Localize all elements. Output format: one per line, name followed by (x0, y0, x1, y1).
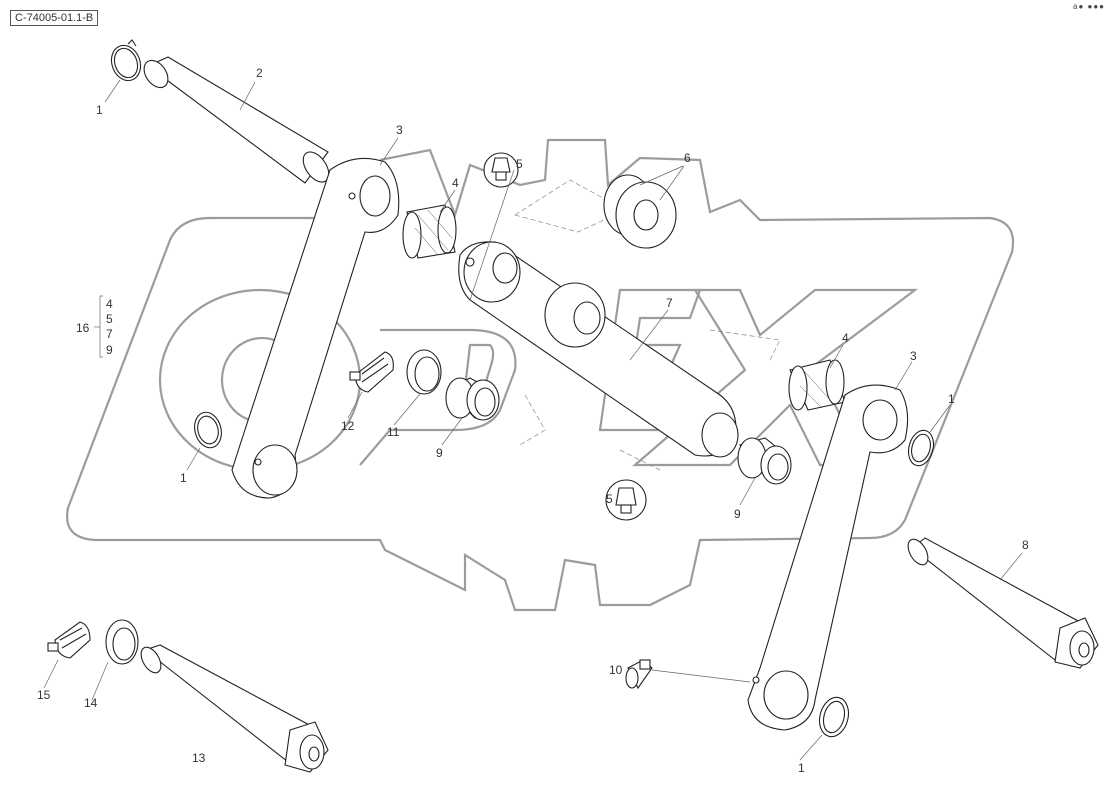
callout-15: 15 (37, 688, 51, 702)
watermark-logo (66, 138, 1015, 612)
kit-callout-16: 16 (76, 321, 90, 335)
kit-item: 5 (106, 312, 113, 326)
leader-lines (43, 79, 1023, 761)
kit-item: 9 (106, 343, 113, 357)
callout-1-top-left: 1 (96, 103, 103, 117)
callout-10: 10 (609, 663, 623, 677)
callout-9-left: 9 (436, 446, 443, 460)
callout-labels: 1 2 3 4 5 6 7 4 3 1 12 11 9 1 5 9 8 10 1… (37, 66, 1029, 775)
callout-1-right: 1 (948, 392, 955, 406)
kit-item: 7 (106, 327, 113, 341)
needle-bearing-part-4-right (788, 359, 846, 411)
circlip-part-1-left (194, 411, 222, 449)
assembly-lines (514, 179, 781, 471)
pin-part-8 (907, 537, 1099, 669)
washer-part-11 (406, 349, 442, 395)
pin-part-13 (140, 644, 329, 773)
corner-mark: a● ●●● (1073, 2, 1105, 11)
callout-4-right: 4 (842, 331, 849, 345)
clip-part-15 (47, 621, 91, 659)
callout-7: 7 (666, 296, 673, 310)
bushing-part-9-right (737, 437, 792, 485)
callout-5-bottom: 5 (606, 492, 613, 506)
callout-2: 2 (256, 66, 263, 80)
callout-8: 8 (1022, 538, 1029, 552)
callout-6: 6 (684, 151, 691, 165)
main-lever-part-7 (458, 241, 739, 458)
callout-5-top: 5 (516, 157, 523, 171)
washer-part-14 (105, 619, 139, 665)
circlip-part-1-right (907, 429, 935, 467)
circlip-part-1-bottom (818, 696, 850, 738)
link-arm-part-3-left (231, 157, 400, 499)
grease-nipple-part-5-top (483, 152, 519, 188)
grease-nipple-part-5-bottom (605, 479, 647, 521)
callout-3-right: 3 (910, 349, 917, 363)
grease-nipple-part-10 (625, 659, 653, 690)
callout-13: 13 (192, 751, 206, 765)
callout-3-left: 3 (396, 123, 403, 137)
callout-1-bottom: 1 (798, 761, 805, 775)
flanged-roller-part-6 (603, 174, 677, 249)
callout-4-top: 4 (452, 176, 459, 190)
link-arm-part-3-right (747, 384, 909, 731)
callout-14: 14 (84, 696, 98, 710)
callout-12: 12 (341, 419, 355, 433)
needle-bearing-part-4-top (402, 204, 457, 259)
pin-part-2 (143, 56, 330, 184)
circlip-part-1-top (110, 39, 142, 82)
callout-9-right: 9 (734, 507, 741, 521)
callout-1-left: 1 (180, 471, 187, 485)
reference-code: C-74005-01.1-B (10, 10, 99, 26)
kit-item: 4 (106, 297, 113, 311)
bushing-part-9-left (445, 377, 500, 421)
clip-part-12 (349, 351, 394, 393)
callout-11: 11 (387, 425, 400, 439)
